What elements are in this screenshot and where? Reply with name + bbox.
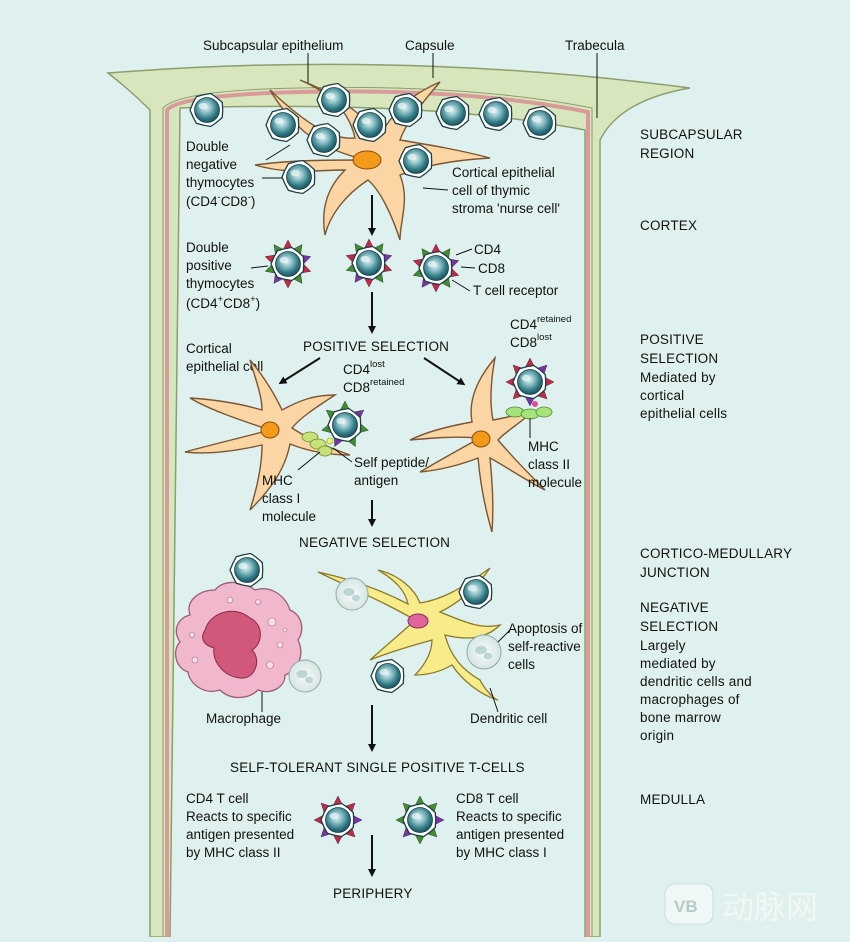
thymocyte [320, 802, 355, 838]
thymocyte-cd8-selected [321, 400, 369, 447]
label-cd4-retained: CD4retained [510, 314, 571, 332]
label-tcr: T cell receptor [473, 283, 559, 298]
label-cd8-tcell: CD8 T cell Reacts to specific antigen pr… [456, 791, 568, 860]
label-cd8-retained: CD8retained [343, 377, 404, 395]
thymocyte [306, 122, 341, 158]
thymocyte [370, 658, 405, 694]
leader-line [489, 687, 499, 713]
macrophage-vacuoles [189, 596, 288, 669]
label-mhc-class-i: MHC class I molecule [262, 473, 316, 524]
watermark-text: 动脉网 [722, 888, 818, 926]
thymocyte [388, 92, 423, 128]
label-capsule: Capsule [405, 38, 455, 53]
double-negative-thymocytes [189, 82, 557, 195]
label-macrophage: Macrophage [206, 711, 281, 726]
leader-line [250, 265, 269, 269]
label-cd8-lost: CD8lost [510, 332, 552, 350]
apoptotic-cell [288, 659, 322, 693]
thymocyte [435, 95, 470, 131]
label-cd4: CD4 [474, 242, 501, 257]
thymocyte [522, 105, 557, 141]
side-label-cortico-medullary: CORTICO-MEDULLARY JUNCTION [640, 546, 796, 580]
thymocyte [402, 802, 437, 838]
leader-line [451, 279, 471, 292]
side-label-subcapsular-region: SUBCAPSULAR REGION [640, 127, 747, 161]
thymocyte [316, 82, 351, 118]
dendritic-nucleus [407, 613, 429, 629]
label-dn-markers: (CD4-CD8-) [186, 192, 255, 209]
label-cd4-lost: CD4lost [343, 359, 385, 377]
label-dendritic-cell: Dendritic cell [470, 711, 547, 726]
dendritic-cell [317, 567, 503, 701]
leader-line [265, 144, 291, 161]
label-nurse-cell: Cortical epithelial cell of thymic strom… [452, 165, 560, 216]
thymocyte [351, 245, 386, 281]
thymocyte [265, 107, 300, 143]
thymocyte [281, 159, 316, 195]
label-double-positive: Double positive thymocytes [186, 240, 255, 291]
mhc-class-i [301, 431, 334, 457]
thymocyte [418, 250, 453, 286]
thymocyte [478, 96, 513, 132]
side-label-medulla: MEDULLA [640, 792, 705, 807]
mhc-class-ii [505, 406, 553, 420]
leader-line [497, 629, 511, 643]
thymocyte [512, 364, 547, 400]
thymocyte [458, 574, 493, 610]
single-positive-t-cells [313, 795, 445, 845]
label-double-negative: Double negative thymocytes [186, 139, 255, 190]
side-label-positive-selection: POSITIVE SELECTION Mediated by cortical … [640, 332, 727, 421]
epithelial-nucleus [260, 421, 280, 439]
leader-line [455, 248, 473, 256]
label-periphery: PERIPHERY [333, 886, 413, 901]
label-cortical-epithelial-cell: Cortical epithelial cell [186, 341, 263, 374]
thymocyte [398, 143, 433, 179]
thymocyte [352, 107, 387, 143]
apoptotic-cell [466, 634, 502, 670]
side-label-negative-selection: NEGATIVE SELECTION Largely mediated by d… [640, 600, 756, 743]
label-positive-selection: POSITIVE SELECTION [303, 339, 449, 354]
leader-line [297, 451, 321, 471]
thymocyte [229, 552, 264, 588]
flow-arrow [423, 357, 466, 386]
thymocyte [189, 92, 224, 128]
apoptotic-cell [335, 577, 369, 611]
watermark-logo: VB 动脉网 [664, 883, 818, 926]
label-dp-markers: (CD4+CD8+) [186, 294, 260, 311]
label-self-tolerant: SELF-TOLERANT SINGLE POSITIVE T-CELLS [230, 760, 525, 775]
nurse-cell-nucleus [352, 150, 382, 170]
label-trabecula: Trabecula [565, 38, 625, 53]
double-positive-thymocytes [264, 238, 460, 293]
label-cd8: CD8 [478, 261, 505, 276]
leader-line [460, 266, 476, 269]
label-mhc-class-ii: MHC class II molecule [528, 439, 582, 490]
epithelial-nucleus [471, 430, 491, 448]
label-subcapsular-epithelium: Subcapsular epithelium [203, 38, 343, 53]
label-negative-selection: NEGATIVE SELECTION [299, 535, 450, 550]
thymocyte [327, 407, 362, 443]
leader-line [332, 447, 353, 463]
macrophage-nucleus [202, 610, 261, 679]
leader-line [422, 187, 449, 191]
thymocyte [270, 246, 305, 282]
flow-arrow [278, 357, 321, 385]
svg-text:VB: VB [674, 897, 698, 916]
label-apoptosis: Apoptosis of self-reactive cells [508, 621, 586, 672]
thymocyte-cd4-selected [505, 357, 555, 407]
label-self-peptide: Self peptide/ antigen [354, 455, 433, 488]
label-cd4-tcell: CD4 T cell Reacts to specific antigen pr… [186, 791, 298, 860]
side-label-cortex: CORTEX [640, 218, 697, 233]
thymocytes-negative-selection [229, 552, 493, 694]
